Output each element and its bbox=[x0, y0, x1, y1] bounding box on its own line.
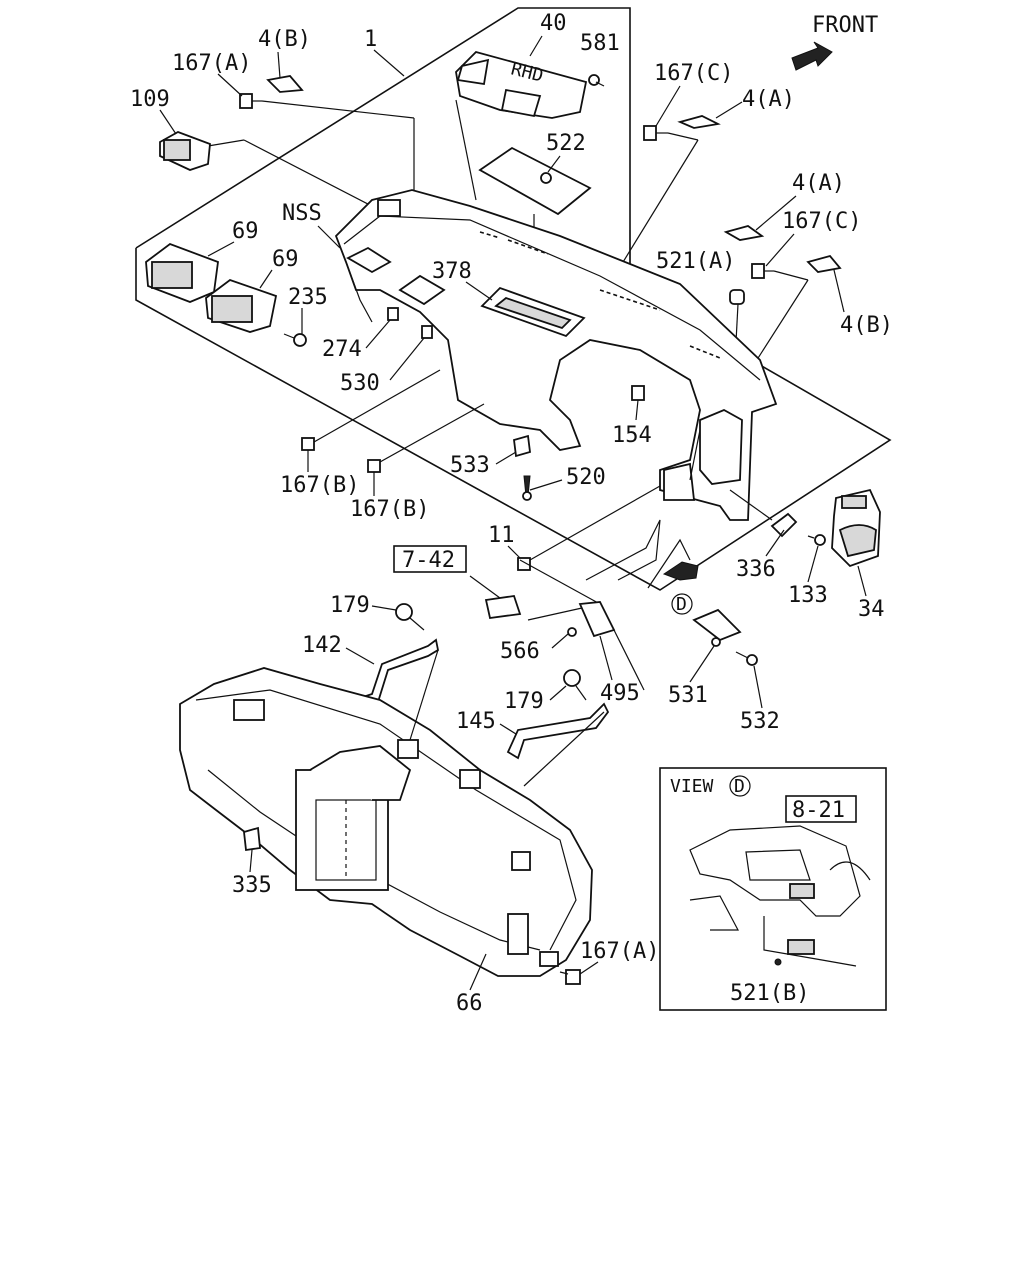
screw-520 bbox=[522, 475, 532, 501]
callout-labels: 1 40 581 522 167(A) 4(B) 109 167(C) 4(A)… bbox=[130, 11, 893, 1016]
label-566: 566 bbox=[500, 639, 540, 664]
svg-text:8-21: 8-21 bbox=[792, 798, 845, 823]
front-arrow-icon bbox=[791, 41, 833, 71]
label-274: 274 bbox=[322, 337, 362, 362]
bolt-167b-1 bbox=[301, 369, 441, 451]
svg-text:D: D bbox=[734, 776, 745, 797]
dash-slots bbox=[479, 231, 721, 359]
label-495: 495 bbox=[600, 681, 640, 706]
label-4b-top: 4(B) bbox=[258, 27, 311, 52]
front-label: FRONT bbox=[812, 13, 878, 38]
label-530: 530 bbox=[340, 371, 380, 396]
label-520: 520 bbox=[566, 465, 606, 490]
svg-text:VIEW: VIEW bbox=[670, 776, 714, 797]
bolt-167a-bottom bbox=[559, 969, 581, 985]
label-66: 66 bbox=[456, 991, 483, 1016]
label-532: 532 bbox=[740, 709, 780, 734]
lid-522 bbox=[478, 146, 592, 310]
svg-text:521(B): 521(B) bbox=[730, 981, 809, 1006]
leader-lines-lower bbox=[409, 629, 645, 787]
screw-235 bbox=[283, 333, 307, 347]
svg-text:D: D bbox=[676, 594, 687, 615]
label-235: 235 bbox=[288, 285, 328, 310]
plug-521a bbox=[729, 289, 745, 305]
label-11: 11 bbox=[488, 523, 515, 548]
label-522: 522 bbox=[546, 131, 586, 156]
clip-154 bbox=[631, 385, 645, 401]
nut-566 bbox=[567, 627, 577, 637]
label-69-1: 69 bbox=[232, 219, 259, 244]
brace-142 bbox=[356, 638, 440, 704]
leader-frame-lower bbox=[519, 519, 691, 621]
label-34: 34 bbox=[858, 597, 885, 622]
clip-4b-top bbox=[266, 75, 304, 93]
label-1: 1 bbox=[364, 27, 377, 52]
clip-530 bbox=[421, 325, 433, 339]
label-378: 378 bbox=[432, 259, 472, 284]
label-167c-2: 167(C) bbox=[782, 209, 861, 234]
label-581: 581 bbox=[580, 31, 620, 56]
label-145: 145 bbox=[456, 709, 496, 734]
label-335: 335 bbox=[232, 873, 272, 898]
connector-7-42 bbox=[484, 595, 522, 620]
ref-box-7-42: 7-42 bbox=[393, 545, 501, 599]
label-533: 533 bbox=[450, 453, 490, 478]
bracket-531 bbox=[692, 608, 742, 647]
label-167c-1: 167(C) bbox=[654, 61, 733, 86]
label-40: 40 bbox=[540, 11, 567, 36]
label-154: 154 bbox=[612, 423, 652, 448]
label-nss: NSS bbox=[282, 201, 322, 226]
screw-133 bbox=[807, 534, 826, 546]
label-167b-1: 167(B) bbox=[280, 473, 359, 498]
label-179-1: 179 bbox=[330, 593, 370, 618]
bolt-167c-2 bbox=[751, 263, 774, 279]
bolt-167c-1 bbox=[643, 125, 668, 141]
label-69-2: 69 bbox=[272, 247, 299, 272]
bolt-11 bbox=[517, 485, 661, 571]
clip-335 bbox=[243, 826, 261, 852]
panel-34 bbox=[729, 488, 881, 568]
label-4a-2: 4(A) bbox=[792, 171, 845, 196]
bolt-581 bbox=[588, 74, 605, 87]
vent-109 bbox=[159, 131, 211, 171]
vent-69-2 bbox=[205, 278, 278, 333]
svg-text:7-42: 7-42 bbox=[402, 548, 455, 573]
clip-4a-2 bbox=[723, 225, 765, 241]
clip-4b-right bbox=[806, 254, 842, 273]
label-167a-bottom: 167(A) bbox=[580, 939, 659, 964]
screw-532 bbox=[735, 651, 758, 666]
bolt-179-2 bbox=[563, 669, 587, 701]
label-109: 109 bbox=[130, 87, 170, 112]
label-521a: 521(A) bbox=[656, 249, 735, 274]
label-4a-1: 4(A) bbox=[742, 87, 795, 112]
view-arrow-icon bbox=[662, 561, 699, 581]
bolt-167a-top bbox=[239, 93, 262, 109]
label-167b-2: 167(B) bbox=[350, 497, 429, 522]
clip-4a-1 bbox=[677, 115, 721, 129]
label-142: 142 bbox=[302, 633, 342, 658]
view-d-box: VIEW D 8-21 521(B) bbox=[659, 767, 887, 1011]
clip-533 bbox=[513, 434, 531, 458]
instrument-panel bbox=[334, 189, 778, 521]
bolt-179-1 bbox=[395, 603, 425, 631]
label-179-2: 179 bbox=[504, 689, 544, 714]
cross-car-beam-66 bbox=[179, 667, 593, 977]
label-133: 133 bbox=[788, 583, 828, 608]
label-531: 531 bbox=[668, 683, 708, 708]
clip-274 bbox=[387, 307, 399, 321]
label-4b-right: 4(B) bbox=[840, 313, 893, 338]
bracket-495 bbox=[578, 601, 616, 638]
label-336: 336 bbox=[736, 557, 776, 582]
brace-145 bbox=[506, 702, 610, 760]
vent-69-1 bbox=[145, 242, 219, 303]
duct-40: RHD bbox=[455, 50, 588, 201]
label-167a-top: 167(A) bbox=[172, 51, 251, 76]
cover-336 bbox=[770, 512, 798, 538]
circled-d-marker: D bbox=[671, 593, 693, 615]
